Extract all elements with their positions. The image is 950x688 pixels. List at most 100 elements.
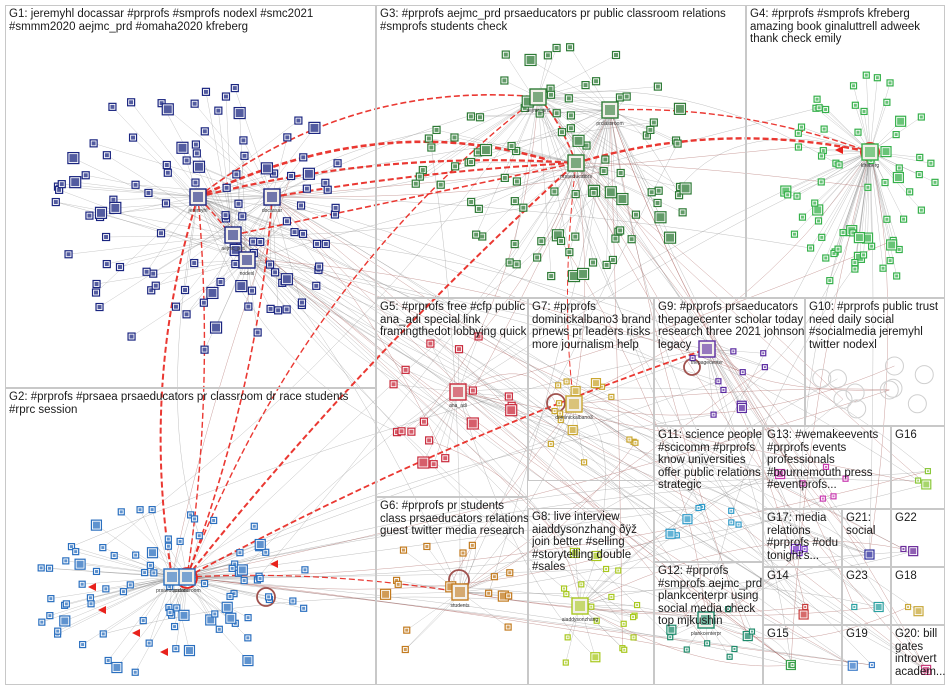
highlight-edge [271,162,577,198]
edge [186,550,914,578]
node-fill [629,237,634,242]
edge [271,196,708,644]
node-fill [613,236,618,241]
edge [609,109,619,232]
edge [204,131,273,198]
node-fill [258,577,262,581]
node-fill [717,380,720,383]
edge [579,605,791,667]
node-fill [138,508,142,512]
node-fill [111,203,120,212]
node-fill [908,190,912,194]
edge [119,234,234,268]
node-fill [503,52,508,57]
node-fill [223,603,231,611]
edge [218,110,234,236]
group-label-g8: G8: live interview aiaddysonzhang ðÿž jo… [532,511,641,573]
node-fill [777,471,784,478]
edge [798,146,871,153]
node-fill [183,288,188,293]
edge [167,109,273,198]
node-fill [821,149,825,153]
edge [82,576,173,585]
node-fill [149,288,154,293]
node-fill [291,599,295,603]
node-fill [819,180,823,184]
group-label-g6: G6: #prprofs pr students class prsaeduca… [380,500,529,537]
node-fill [56,629,60,633]
node-fill [614,53,619,58]
node-fill [813,201,817,205]
edge [706,348,927,671]
node-fill [166,537,170,541]
edge [197,196,927,671]
node-fill [203,89,208,94]
edge [706,348,879,608]
node-fill [94,281,99,286]
node-fill [853,267,857,271]
node-fill [574,136,583,145]
node-fill [303,568,307,572]
edge [471,162,577,203]
node-fill [233,262,238,267]
group-box-g17: G17: media relations #prprofs #odu tonig… [763,509,842,567]
node-fill [828,279,832,283]
node [883,378,903,398]
node-fill [506,394,511,399]
node-fill [844,477,847,480]
node [879,380,899,400]
node-fill [684,516,691,523]
edge [575,162,585,392]
node-fill [250,288,255,293]
edge [112,106,199,198]
node-fill [128,583,132,587]
node-fill [824,108,828,112]
node-fill [382,590,390,598]
edge [810,151,871,249]
node-fill [552,189,557,194]
node-fill [856,130,860,134]
node-fill [152,571,156,575]
edge [457,391,919,481]
node-fill [648,127,653,132]
node-fill [926,470,929,473]
group-box-g19: G19 [842,625,891,685]
edge [478,162,577,210]
edge [541,109,611,242]
edge [186,389,890,578]
node-fill [675,104,684,113]
node-fill [897,117,905,125]
node-fill [929,161,933,165]
group-label-g5: G5: #prprofs free #cfp public ana_adi sp… [380,301,528,338]
node-fill [603,157,608,162]
node-fill [255,330,260,335]
node-fill [202,347,207,352]
node-fill [798,552,801,555]
edge [609,109,652,193]
node-fill [565,593,568,596]
edge [511,145,577,164]
node-fill [800,215,804,219]
node-fill [117,265,122,270]
edge [258,162,577,577]
node-fill [129,100,134,105]
node-fill [675,534,678,537]
node-fill [566,636,569,639]
edge [186,478,846,578]
node-fill [568,126,573,131]
node-fill [666,233,675,242]
node-fill [849,662,856,669]
node-fill [244,657,252,665]
edge [514,109,611,202]
edge [238,151,871,574]
node-fill [563,587,566,590]
edge [479,109,611,118]
edge [869,151,884,269]
node-fill [583,461,586,464]
node-fill [143,571,147,575]
edge [705,265,856,621]
edge [713,151,871,415]
node-fill [74,550,78,554]
group-label-g17: G17: media relations #prprofs #odu tonig… [767,512,842,562]
arrowhead [88,583,96,591]
